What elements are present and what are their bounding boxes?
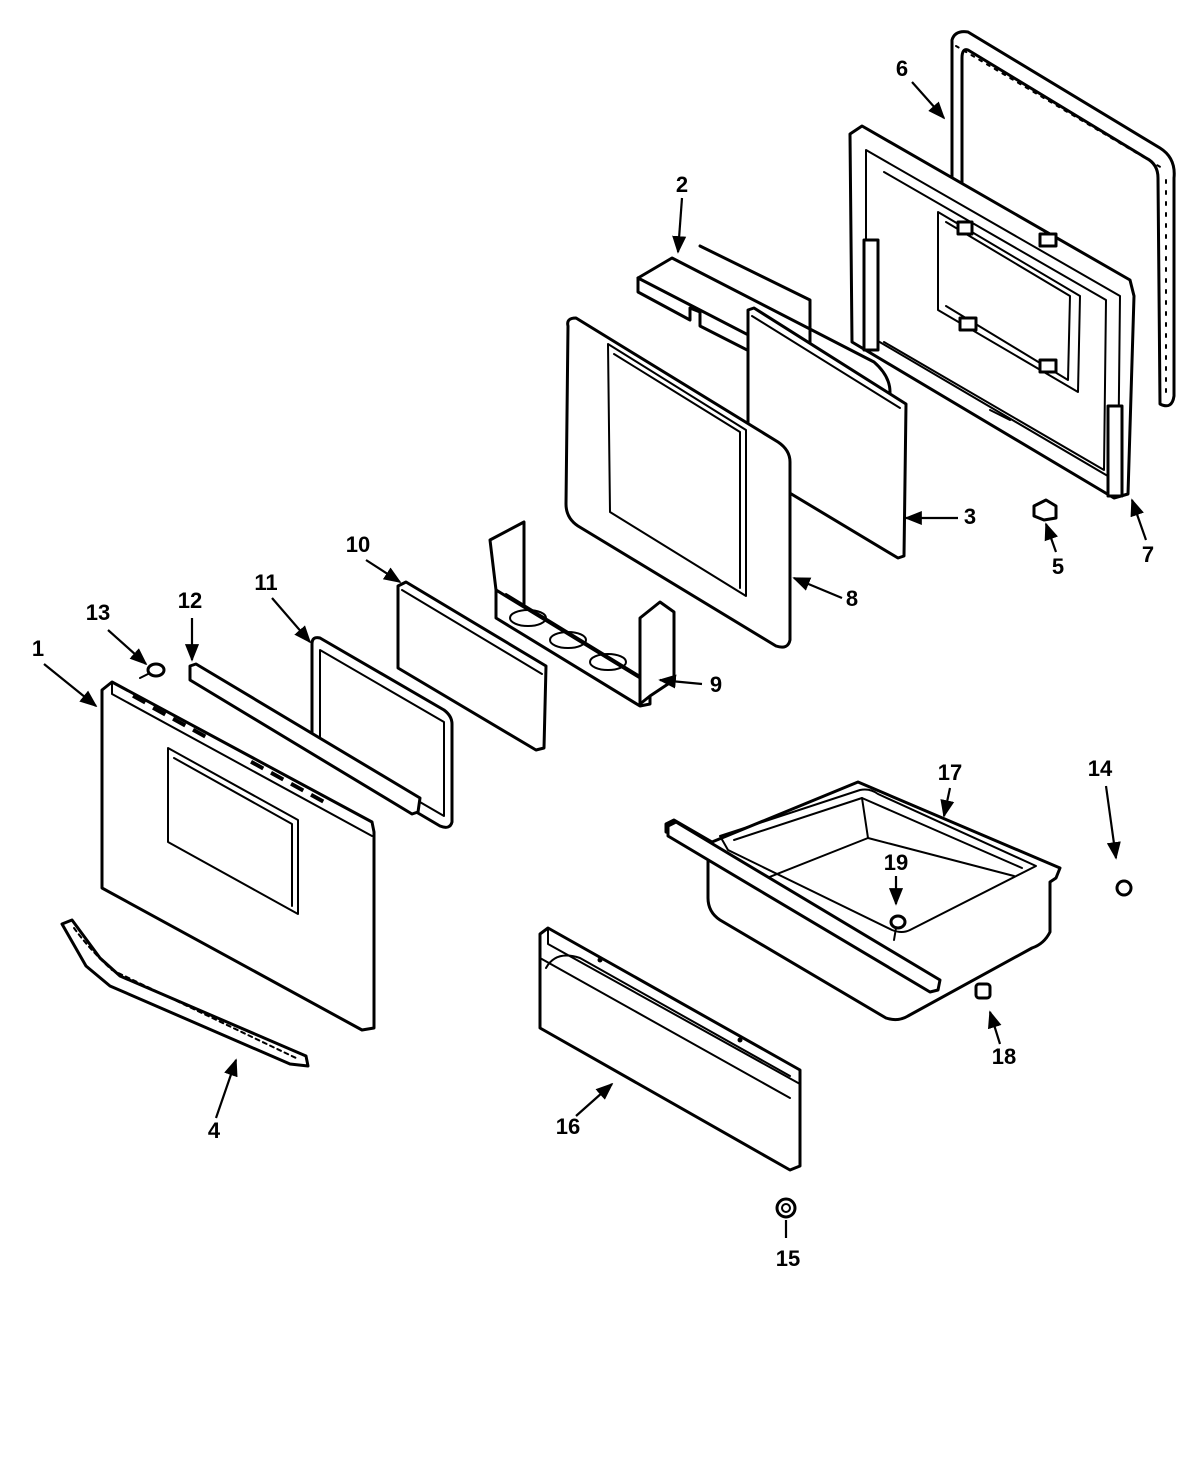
callout-15: 15 — [776, 1246, 800, 1271]
part-trim-strip — [188, 662, 422, 816]
part-outer-glass — [396, 580, 548, 752]
callout-16: 16 — [556, 1114, 580, 1139]
part-door-gasket — [950, 30, 1176, 408]
part-outer-door-panel — [100, 680, 376, 1032]
part-leveling-leg — [775, 1197, 797, 1219]
callout-6: 6 — [896, 56, 908, 81]
part-drawer-body — [664, 780, 1062, 1022]
part-drawer-glide — [974, 982, 992, 1000]
callout-9: 9 — [710, 672, 722, 697]
callout-14: 14 — [1088, 756, 1113, 781]
callout-5: 5 — [1052, 554, 1064, 579]
callout-12: 12 — [178, 588, 202, 613]
part-drawer-front — [538, 926, 802, 1172]
part-screw-13 — [139, 662, 166, 679]
part-door-inner-frame — [848, 124, 1136, 500]
callout-4: 4 — [208, 1118, 221, 1143]
callout-8: 8 — [846, 586, 858, 611]
part-door-bottom-trim — [60, 918, 310, 1068]
part-door-clip — [1032, 498, 1058, 522]
callout-labels: 1 2 3 4 5 6 7 8 9 10 11 12 13 14 15 16 1… — [32, 56, 1154, 1271]
callout-3: 3 — [964, 504, 976, 529]
callout-17: 17 — [938, 760, 962, 785]
leader-lines — [43, 81, 1148, 1238]
callout-1: 1 — [32, 636, 44, 661]
callout-18: 18 — [992, 1044, 1016, 1069]
callout-10: 10 — [346, 532, 370, 557]
callout-13: 13 — [86, 600, 110, 625]
callout-2: 2 — [676, 172, 688, 197]
part-screw-19 — [889, 914, 907, 941]
part-screw-14 — [1115, 879, 1133, 897]
part-glass-frame-panel — [564, 316, 792, 649]
callout-7: 7 — [1142, 542, 1154, 567]
callout-19: 19 — [884, 850, 908, 875]
callout-11: 11 — [254, 570, 277, 595]
